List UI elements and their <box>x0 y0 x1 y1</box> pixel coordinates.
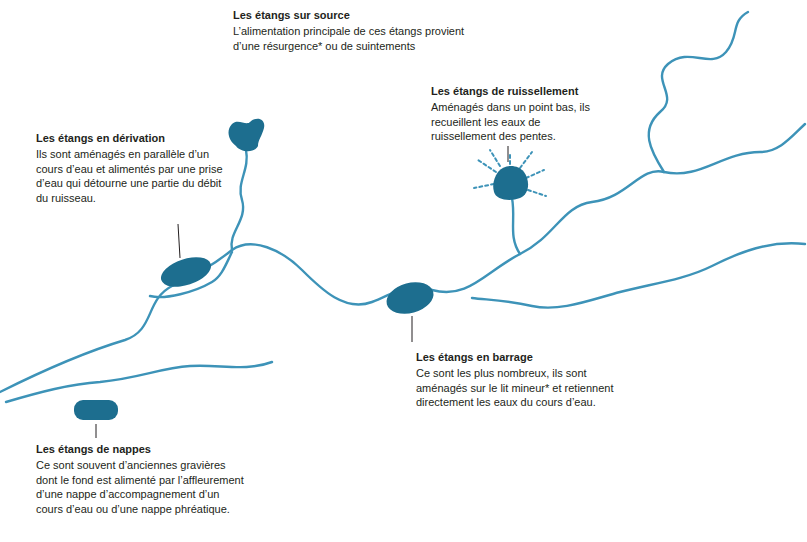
runoff-pond <box>493 166 528 200</box>
left-stream <box>6 362 272 402</box>
streams <box>0 12 805 402</box>
pond-type-description: Ce sont les plus nombreux, ils sont amén… <box>416 366 631 410</box>
pond-type-heading: Les étangs de nappes <box>36 442 256 457</box>
pond-type-description: Ils sont aménagés en parallèle d’un cour… <box>36 147 226 205</box>
pond-type-description: L’alimentation principale de ces étangs … <box>233 24 473 53</box>
barrage-pond <box>383 277 437 318</box>
pond-type-description: Aménagés dans un point bas, ils recueill… <box>431 100 601 144</box>
nappe-pond <box>74 400 118 420</box>
pond-type-description: Ce sont souvent d’anciennes gravières do… <box>36 458 246 516</box>
leader-lines <box>96 146 508 438</box>
main-stream <box>0 124 805 392</box>
source-pond <box>229 119 265 152</box>
pond-type-heading: Les étangs en dérivation <box>36 131 246 146</box>
upper-stream <box>649 12 748 172</box>
pond-type-heading: Les étangs de ruissellement <box>431 84 631 99</box>
runoff-stream <box>512 198 520 254</box>
pond-type-heading: Les étangs sur source <box>233 8 483 23</box>
source-stream <box>231 150 246 250</box>
pond-type-heading: Les étangs en barrage <box>416 350 646 365</box>
lower-stream <box>472 243 805 307</box>
derivation-channel <box>150 252 232 297</box>
derivation-pond <box>157 252 214 293</box>
